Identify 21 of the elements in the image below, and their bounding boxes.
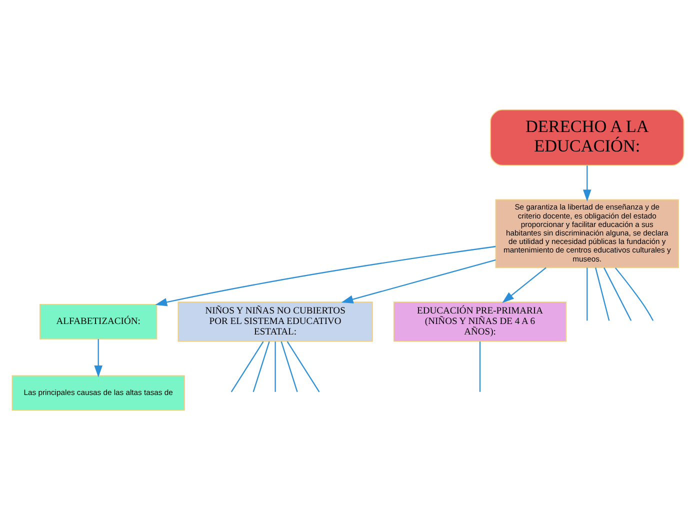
arrow xyxy=(502,267,546,303)
node-box: NIÑOS Y NIÑAS NO CUBIERTOS POR EL SISTEMA EDUCATIVO ESTATAL: xyxy=(178,302,373,342)
connector xyxy=(604,267,632,321)
connector xyxy=(286,341,320,392)
connector xyxy=(595,268,610,321)
connector xyxy=(230,341,264,392)
node-box: DERECHO A LA EDUCACIÓN: xyxy=(490,109,684,166)
connector xyxy=(252,341,270,392)
connector xyxy=(479,342,481,392)
arrow xyxy=(94,339,102,378)
arrow xyxy=(155,246,496,306)
node-box: Se garantiza la libertad de enseñanza y de criterio docente, es obligación del estado proporcionar y facilitar educación a sus habitantes sin discriminación alguna, se declara de utilidad y necesidad públicas la fundación y mantenimiento de centros educativos culturales y museos. xyxy=(495,199,679,268)
connector xyxy=(280,341,298,392)
node-box: ALFABETIZACIÓN: xyxy=(40,304,158,340)
node-box: Las principales causas de las altas tasas de xyxy=(12,375,185,411)
connector xyxy=(274,342,276,392)
node-box: EDUCACIÓN PRE-PRIMARIA (NIÑOS Y NIÑAS DE 4 A 6 AÑOS): xyxy=(393,302,567,342)
connector xyxy=(586,268,588,321)
arrow xyxy=(341,259,496,304)
arrow xyxy=(582,166,592,202)
connector xyxy=(615,268,654,321)
